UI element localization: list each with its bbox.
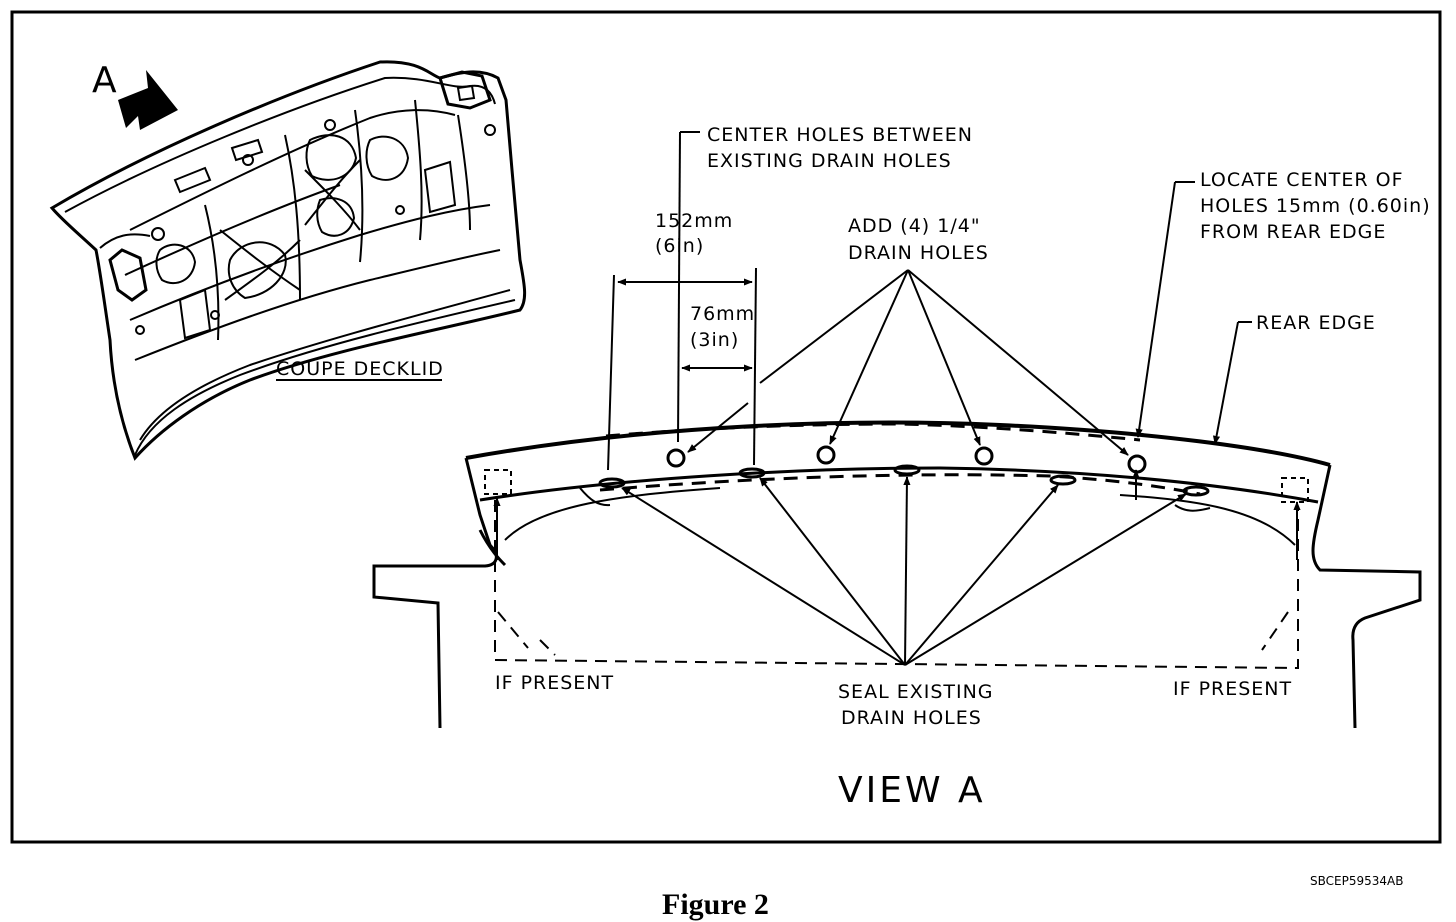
coupe-decklid-drawing [49, 60, 527, 461]
figure-caption: Figure 2 [662, 888, 769, 921]
add-holes-label-line1: ADD (4) 1/4" [848, 215, 981, 237]
new-drain-hole-4 [1127, 454, 1147, 474]
add-holes-leaders [687, 269, 1129, 456]
view-letter: A [92, 60, 120, 101]
locate-leaders [1132, 181, 1252, 500]
dimension-lines [607, 131, 757, 471]
rear-edge-label: REAR EDGE [1256, 312, 1376, 334]
if-present-left-label: IF PRESENT [495, 672, 614, 694]
center-holes-label-line1: CENTER HOLES BETWEEN [707, 124, 973, 146]
center-holes-label-line2: EXISTING DRAIN HOLES [707, 150, 952, 172]
coupe-decklid-label: COUPE DECKLID [276, 358, 444, 380]
new-drain-hole-1 [666, 448, 686, 468]
view-title: VIEW A [838, 770, 986, 811]
existing-drain-hole-4 [1049, 474, 1077, 486]
dim-152-label-line2: (6in) [655, 235, 704, 257]
seal-holes-leaders [621, 476, 1187, 666]
existing-drain-hole-3 [893, 464, 921, 476]
dim-76-label-line1: 76mm [690, 303, 755, 325]
figure-border [10, 10, 1442, 844]
seal-label-line1: SEAL EXISTING [838, 681, 994, 703]
existing-drain-hole-1 [598, 477, 626, 489]
locate-label-line3: FROM REAR EDGE [1200, 221, 1386, 243]
seal-label-line2: DRAIN HOLES [841, 707, 982, 729]
new-drain-hole-3 [974, 446, 994, 466]
locate-label-line1: LOCATE CENTER OF [1200, 169, 1404, 191]
if-present-leaders [493, 497, 1301, 560]
existing-drain-hole-2 [738, 467, 766, 479]
dim-152-label-line1: 152mm [655, 210, 733, 232]
existing-drain-hole-5 [1182, 485, 1210, 497]
locate-label-line2: HOLES 15mm (0.60in) [1200, 195, 1431, 217]
view-direction-arrow [118, 70, 178, 130]
dim-76-label-line2: (3in) [690, 329, 739, 351]
new-drain-hole-2 [816, 445, 836, 465]
if-present-right-label: IF PRESENT [1173, 678, 1292, 700]
add-holes-label-line2: DRAIN HOLES [848, 242, 989, 264]
figure-code: SBCEP59534AB [1310, 874, 1403, 888]
